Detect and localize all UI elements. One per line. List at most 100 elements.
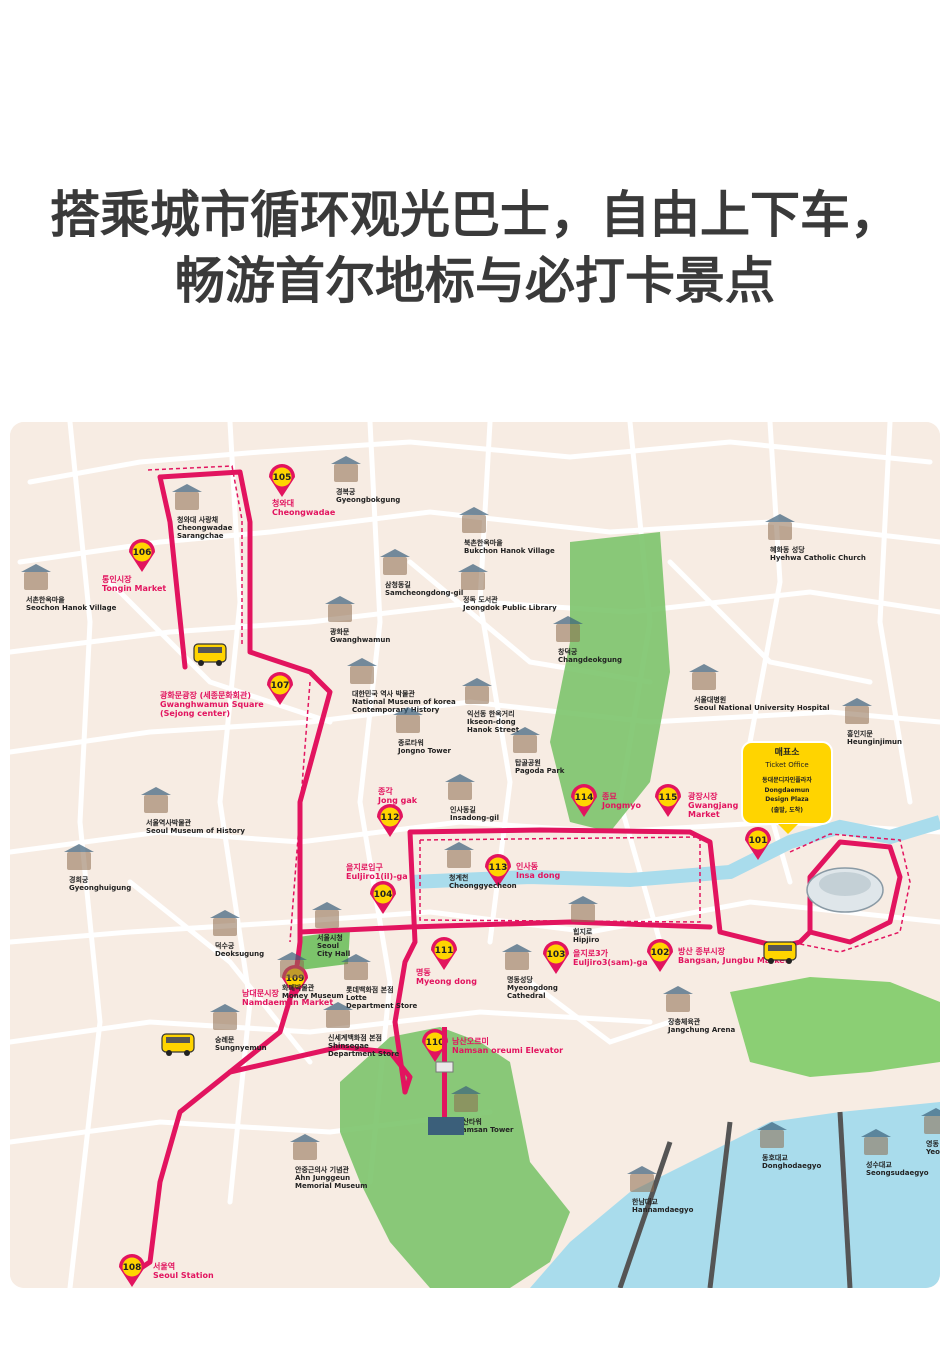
landmark-name-ko: 광화문 — [330, 627, 350, 636]
stop-name-ko: 통인시장 — [102, 574, 132, 584]
landmark-name-ko: 영동 — [926, 1139, 939, 1148]
stop-number: 107 — [271, 681, 290, 691]
landmark-roof-icon — [510, 727, 540, 735]
landmark-name-en: Deoksugung — [215, 950, 264, 958]
landmark-roof-icon — [64, 844, 94, 852]
landmark-name-ko: 장충체육관 — [668, 1017, 701, 1026]
landmark-roof-icon — [290, 1134, 320, 1142]
landmark-roof-icon — [502, 944, 532, 952]
cheonggyecheon-stream — [409, 815, 940, 889]
landmark-roof-icon — [347, 658, 377, 666]
tour-route-map[interactable]: 매표소 Ticket Office 동대문디자인플라자 Dongdaemun D… — [10, 422, 940, 1288]
landmark-name-ko: 경희궁 — [69, 875, 89, 884]
landmark-building-icon — [462, 515, 486, 533]
landmark-name-ko: 청계천 — [449, 873, 468, 882]
park-city-hall-plaza — [298, 930, 350, 970]
landmark-name-ko: 남산타워 — [456, 1117, 482, 1126]
map-canvas[interactable]: 매표소 Ticket Office 동대문디자인플라자 Dongdaemun D… — [10, 422, 940, 1288]
landmark-name-en: Seochon Hanok Village — [26, 604, 117, 612]
landmark-roof-icon — [553, 616, 583, 624]
stop-name-en: Jongmyo — [601, 801, 641, 810]
stop-name-ko: 인사동 — [516, 861, 539, 871]
landmark-roof-icon — [325, 596, 355, 604]
stop-name-en: Bangsan, Jungbu Market — [678, 956, 789, 965]
landmark-name-en-2: Department Store — [328, 1050, 400, 1058]
stop-name-ko: 남대문시장 — [242, 988, 279, 998]
landmark-building-icon — [334, 464, 358, 482]
stop-number-circle — [488, 857, 508, 877]
landmark-name-en: Bukchon Hanok Village — [464, 547, 555, 555]
ticket-office-callout[interactable]: 매표소 Ticket Office 동대문디자인플라자 Dongdaemun D… — [741, 741, 833, 834]
landmark-building-icon — [144, 795, 168, 813]
landmark-name-ko: 동호대교 — [762, 1153, 788, 1162]
stop-number: 102 — [651, 948, 670, 958]
landmark-name-en: Seoul Museum of History — [146, 827, 245, 835]
landmark-roof-icon — [210, 910, 240, 918]
stop-number-circle — [272, 467, 292, 487]
landmark-building-icon — [505, 952, 529, 970]
landmark-building-icon — [556, 624, 580, 642]
landmark-roof-icon — [459, 507, 489, 515]
stop-number: 108 — [123, 1263, 142, 1273]
stop-name-en: Namdaemun Market — [242, 998, 333, 1007]
landmark-roof-icon — [210, 1004, 240, 1012]
stop-number-circle — [574, 787, 594, 807]
landmark-name-en: Insadong-gil — [450, 814, 499, 822]
landmark-name-en-2: City Hall — [317, 950, 350, 958]
landmark-name-en: Ikseon-dong — [467, 718, 516, 726]
stop-name-ko: 명동 — [416, 967, 431, 977]
landmark-name-en-2: Memorial Museum — [295, 1182, 367, 1190]
landmark-building-icon — [447, 850, 471, 868]
stop-number-circle — [373, 884, 393, 904]
stop-101[interactable]: 101 — [745, 827, 771, 860]
stop-number-circle — [748, 830, 768, 850]
